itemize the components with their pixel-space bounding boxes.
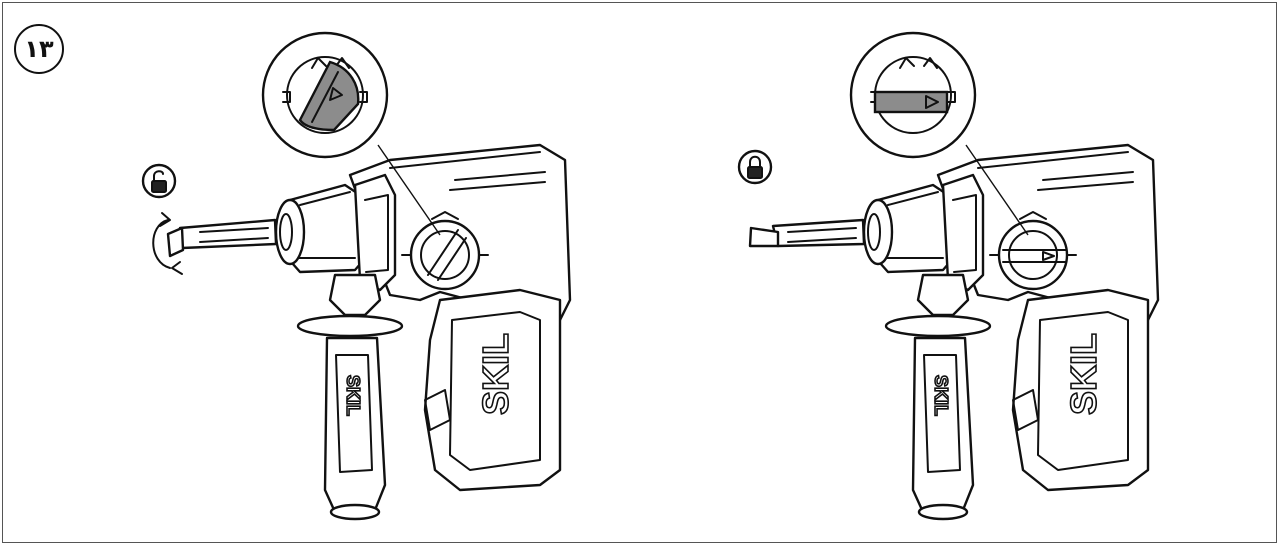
svg-text:SKIL: SKIL — [343, 375, 363, 416]
left-panel-unlocked — [141, 31, 572, 521]
brand-label-right-battery: SKIL — [1062, 332, 1105, 416]
chisel-bit-right — [771, 218, 866, 248]
drill-bit-left — [178, 218, 278, 250]
brand-label-left-handle: SKIL — [342, 374, 364, 417]
brand-label-left-battery: SKIL — [474, 332, 517, 416]
unlock-icon — [141, 163, 177, 199]
right-panel-locked — [737, 31, 1160, 521]
figure-number: ۱۳ — [14, 24, 64, 74]
rotation-arrow-icon — [152, 219, 171, 269]
zoom-dial-diagonal — [298, 60, 360, 132]
brand-label-right-handle: SKIL — [930, 374, 952, 417]
lock-icon — [737, 149, 773, 185]
svg-text:SKIL: SKIL — [931, 375, 951, 416]
svg-text:SKIL: SKIL — [1063, 333, 1104, 415]
svg-text:SKIL: SKIL — [475, 333, 516, 415]
